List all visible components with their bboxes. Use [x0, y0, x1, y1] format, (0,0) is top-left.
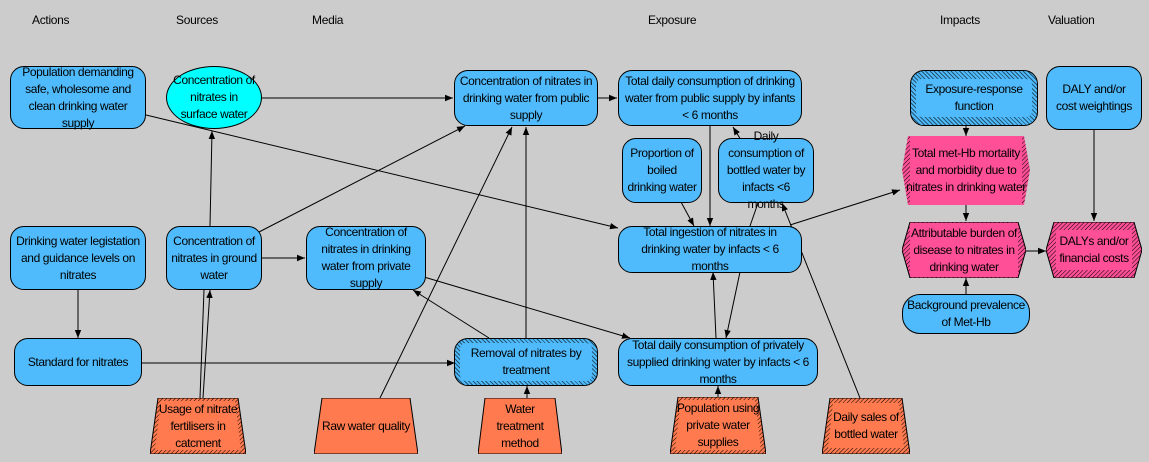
trapezoid-shape [478, 398, 562, 454]
node-standard[interactable]: Standard for nitrates [14, 338, 142, 386]
node-legislation[interactable]: Drinking water legistation and guidance … [10, 226, 146, 290]
node-bottled-sales[interactable]: Daily sales of bottled water [822, 398, 910, 454]
node-met-hb-mortality[interactable]: Total met-Hb mortality and morbidity due… [902, 136, 1030, 205]
node-public-supply-concentration[interactable]: Concentration of nitrates in drinking wa… [454, 70, 598, 126]
hexagon-shape [902, 222, 1026, 278]
node-attributable-burden[interactable]: Attributable burden of disease to nitrat… [902, 222, 1026, 278]
edge-rawwater-to-public [379, 126, 513, 399]
edge-ground-to-surface [208, 130, 216, 227]
column-header-valuation: Valuation [1048, 13, 1095, 27]
node-treatment-method[interactable]: Water treatment method [478, 398, 562, 454]
node-private-population[interactable]: Population using private water supplies [670, 397, 766, 454]
hexagon-shape [902, 136, 1030, 205]
edge-boiled-to-ingestion [680, 201, 695, 227]
trapezoid-shape [150, 398, 246, 454]
trapezoid-shape [822, 398, 910, 454]
node-background-prevalence[interactable]: Background prevalence of Met-Hb [902, 294, 1030, 334]
column-header-exposure: Exposure [648, 13, 697, 27]
edge-privateconsumption-to-ingestion [710, 271, 717, 339]
node-total-ingestion[interactable]: Total ingestion of nitrates in drinking … [618, 225, 802, 273]
node-raw-water-quality[interactable]: Raw water quality [314, 398, 418, 454]
edge-removal-to-private [412, 289, 490, 339]
node-population-demanding[interactable]: Population demanding safe, wholesome and… [10, 65, 146, 130]
edge-population-to-ingestion [145, 114, 619, 230]
node-public-consumption[interactable]: Total daily consumption of drinking wate… [618, 70, 802, 126]
trapezoid-shape [670, 397, 766, 454]
edge-ingestion-to-privateconsumption [724, 271, 741, 339]
node-daly-weightings[interactable]: DALY and/or cost weightings [1046, 66, 1142, 130]
trapezoid-shape [314, 398, 418, 454]
node-removal-treatment[interactable]: Removal of nitrates by treatment [454, 338, 598, 386]
node-ground-water[interactable]: Concentration of nitrates in ground wate… [166, 226, 262, 290]
node-dalys-costs[interactable]: DALYs and/or financial costs [1046, 222, 1142, 278]
edge-ingestion-to-mortality [789, 189, 901, 226]
column-header-impacts: Impacts [940, 13, 980, 27]
node-bottled-consumption[interactable]: Daily consumption of bottled water by in… [718, 129, 814, 211]
edge-bottled-to-ingestion [749, 202, 759, 227]
edge-bottled-to-publicconsumption [732, 126, 742, 141]
edge-ground-to-public [258, 125, 466, 233]
node-fertiliser-usage[interactable]: Usage of nitrate fertilisers in catcment [150, 398, 246, 454]
node-private-supply-concentration[interactable]: Concentration of nitrates in drinking wa… [306, 225, 426, 290]
node-private-consumption[interactable]: Total daily consumption of privately sup… [618, 338, 818, 386]
edge-private-to-privateconsumption [423, 276, 631, 339]
node-exposure-response[interactable]: Exposure-response function [910, 70, 1038, 126]
column-header-media: Media [312, 13, 344, 27]
column-header-sources: Sources [176, 13, 218, 27]
node-surface-water[interactable]: Concentration of nitrates in surface wat… [166, 66, 262, 129]
hexagon-shape [1046, 222, 1142, 278]
node-boiled-proportion[interactable]: Proportion of boiled drinking water [622, 138, 702, 203]
edge-fertiliser-to-ground-b [202, 289, 213, 399]
column-header-actions: Actions [32, 13, 70, 27]
edge-fertiliser-to-ground-a [199, 289, 205, 399]
